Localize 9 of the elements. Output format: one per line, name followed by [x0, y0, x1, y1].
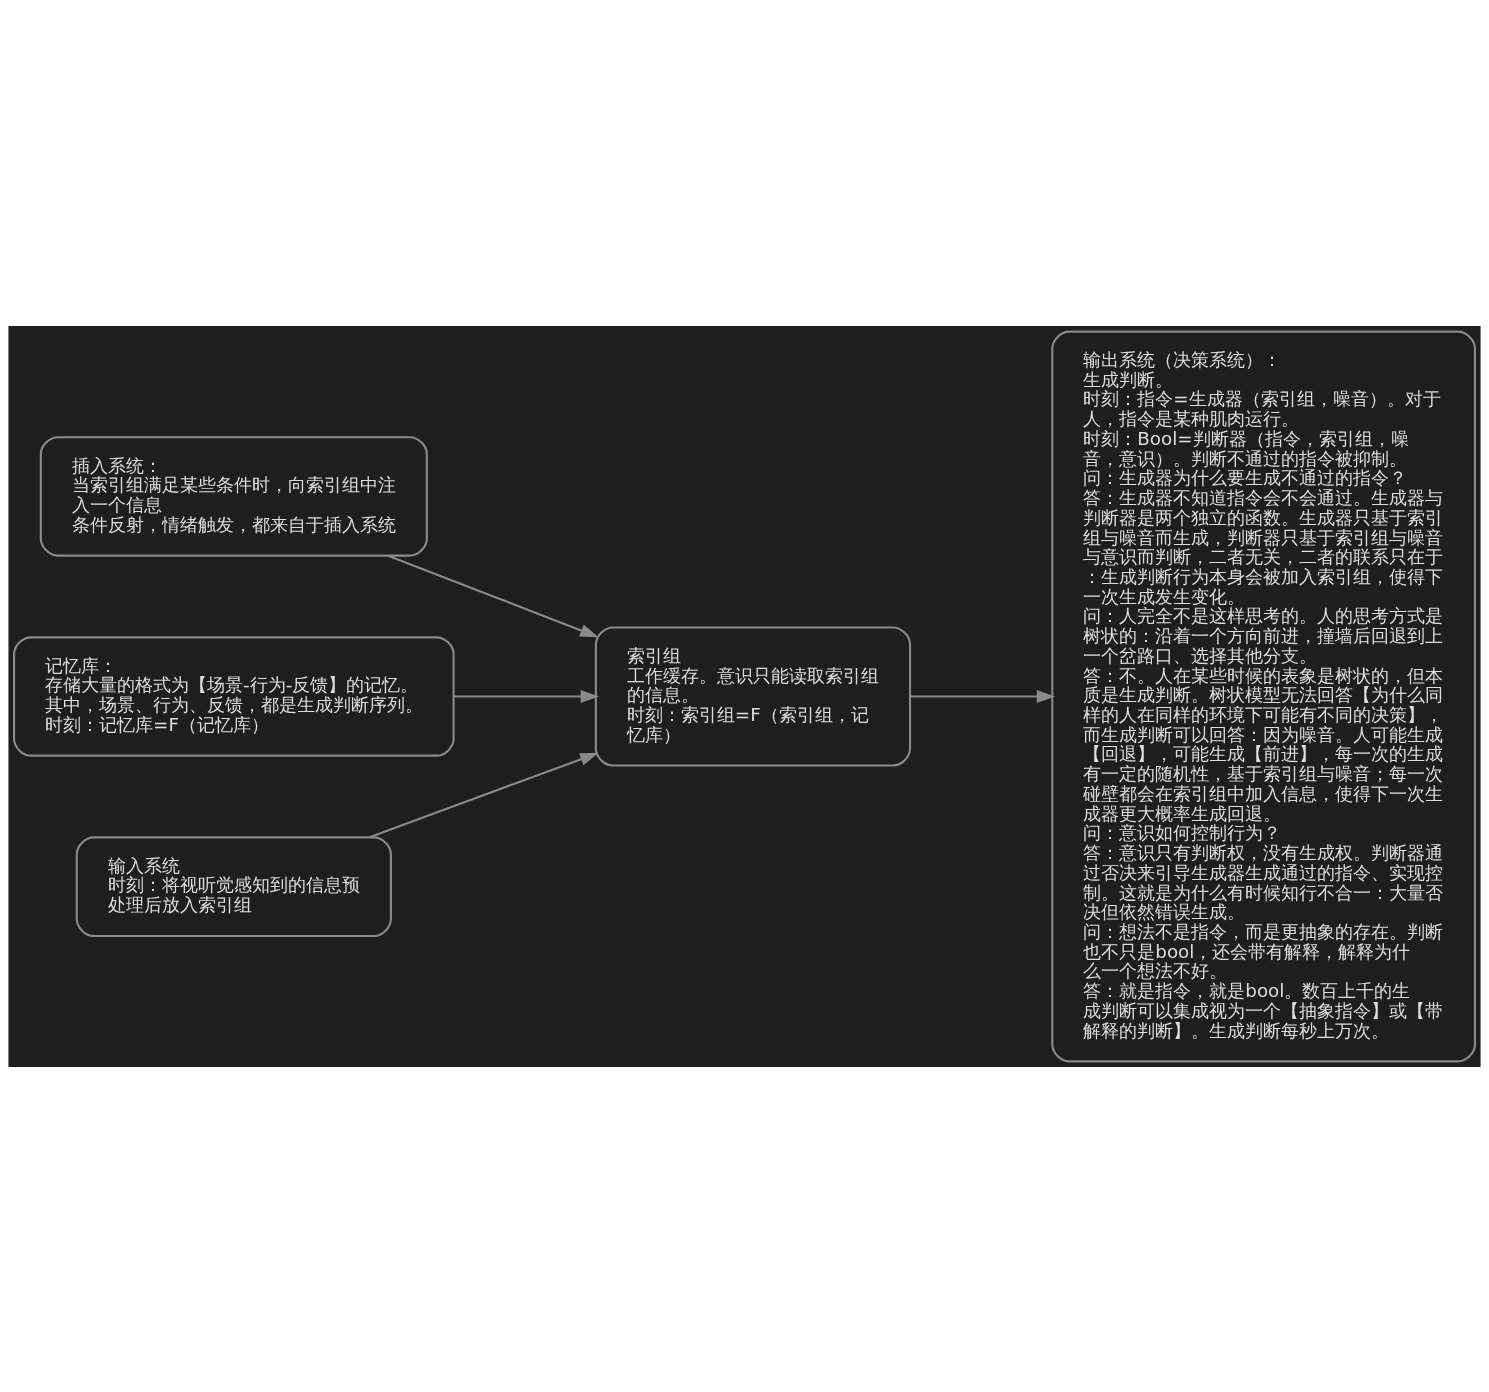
node-box: 输出系统（决策系统）： 生成判断。 时刻：指令=生成器（索引组，噪音）。对于人，指令是某种肌肉运行。 时刻：Bool=判断器（指令，索引组，噪音，意识）。判断不通过的指令被抑制。 问：生成器为什么要生成不通过的指令？ 答：生成器不知道指令会不会通过。生成器与判断器是两个独立的函数。生成器只基于索引组与噪音而生成，判断器只基于索引组与噪音与意识而判断，二者无关，二者的联系只在于：生成判断行为本身会被加入索引组，使得下一次生成发生变化。 问：人完全不是这样思考的。人的思考方式是树状的：沿着一个方向前进，撞墙后回退到上一个岔路口、选择其他分支。 答：不。人在某些时候的表象是树状的，但本质是生成判断。树状模型无法回答【为什么同样的人在同样的环境下可能有不同的决策】，而生成判断可以回答：因为噪音。人可能生成【回退】，可能生成【前进】，每一次的生成有一定的随机性，基于索引组与噪音；每一次碰壁都会在索引组中加入信息，使得下一次生成器更大概率生成回退。 问：意识如何控制行为？ 答：意识只有判断权，没有生成权。判断器通过否决来引导生成器生成通过的指令、实现控制。这就是为什么有时候知行不合一：大量否决但依然错误生成。 问：想法不是指令，而是更抽象的存在。判断也不只是bool，还会带有解释，解释为什么一个想法不好。 答：就是指令，就是bool。数百上千的生成判断可以集成视为一个【抽象指令】或【带解释的判断】。生成判断每秒上万次。 — [1051, 330, 1476, 1062]
arrow — [387, 554, 599, 637]
node-box: 插入系统： 当索引组满足某些条件时，向索引组中注入一个信息 条件反射，情绪触发，都来自于插入系统 — [39, 435, 428, 557]
node-box: 输入系统 时刻：将视听觉感知到的信息预处理后放入索引组 — [75, 835, 392, 937]
node-box: 索引组 工作缓存。意识只能读取索引组的信息。 时刻：索引组=F（索引组，记忆库） — [594, 625, 912, 767]
node-box: 记忆库： 存储大量的格式为【场景-行为-反馈】的记忆。 其中，场景、行为、反馈，都是生成判断序列。 时刻：记忆库=F（记忆库） — [13, 635, 455, 757]
arrow — [369, 752, 599, 838]
arrow — [453, 689, 599, 703]
arrow — [910, 689, 1056, 703]
